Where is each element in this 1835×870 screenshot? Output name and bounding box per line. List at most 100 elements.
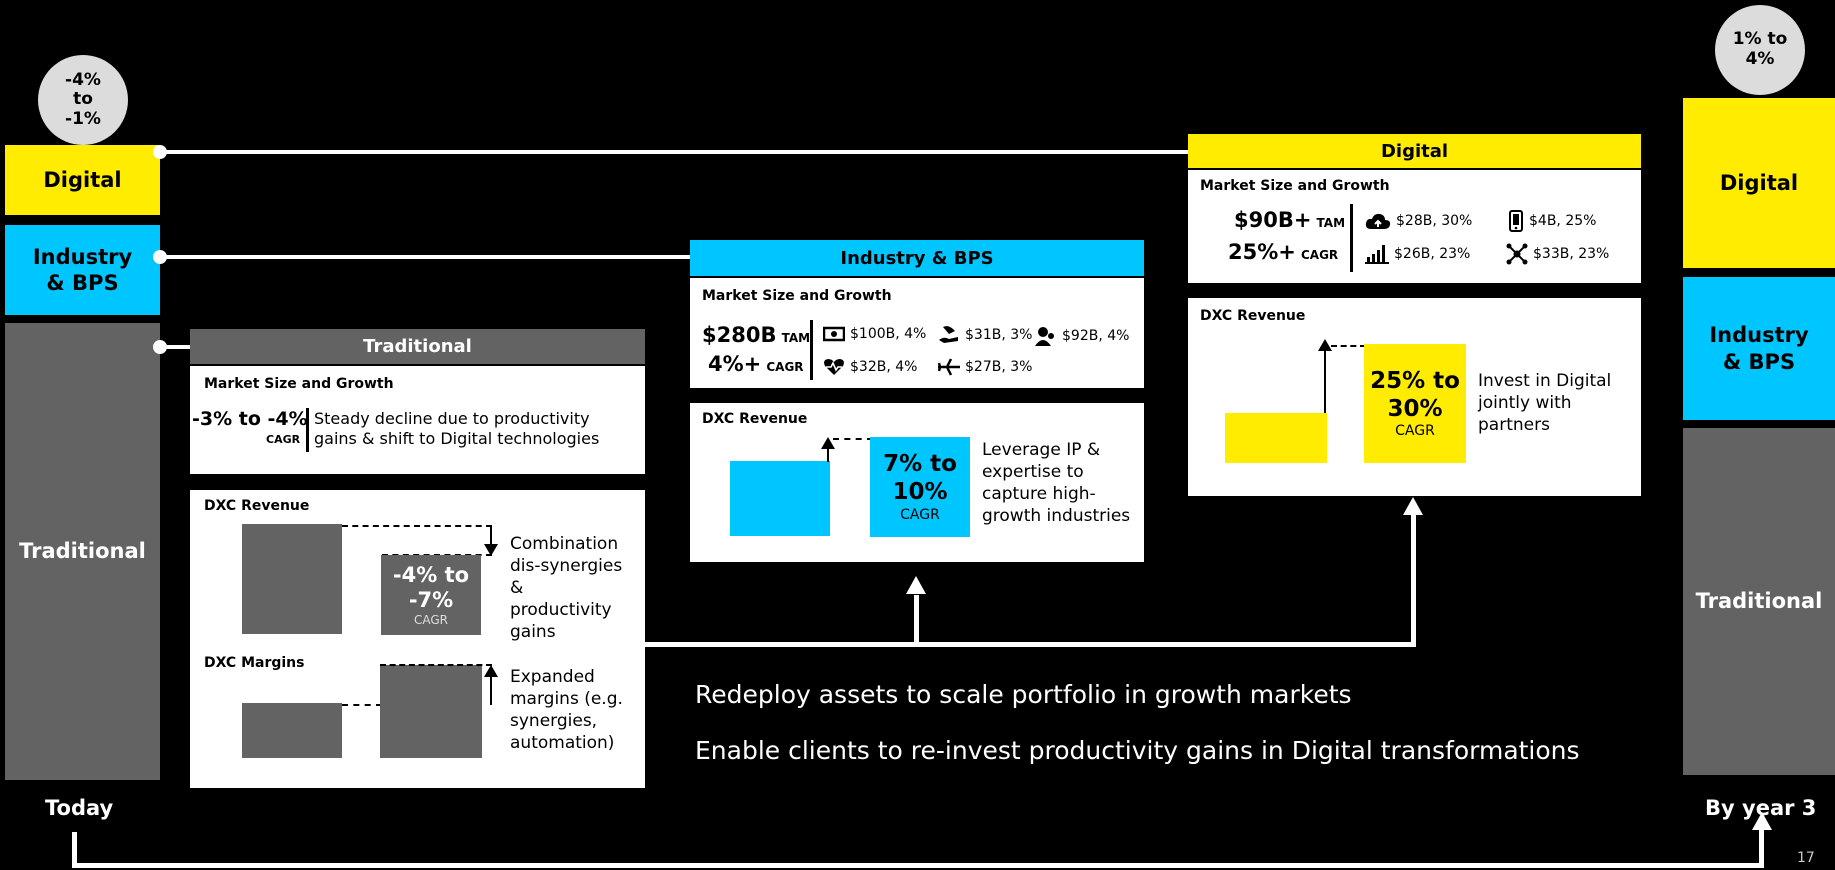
- industry-growth-riser: [914, 595, 919, 645]
- today-industry-bar: Industry & BPS: [5, 225, 160, 315]
- digital-revenue-change: 25% to 30%: [1370, 367, 1460, 422]
- year3-traditional-bar: Traditional: [1683, 428, 1835, 775]
- industry-panel-title: Industry & BPS: [690, 240, 1144, 276]
- heart-pulse-icon: [824, 359, 844, 375]
- industry-revenue-note: Leverage IP & expertise to capture high-…: [982, 440, 1131, 527]
- cloud-icon: [1365, 213, 1391, 229]
- industry-connector-line: [160, 255, 692, 259]
- traditional-revenue-down-arrow-icon: [484, 544, 498, 556]
- traditional-connector-line: [160, 345, 192, 349]
- timeline-arrow-icon: [1752, 812, 1772, 830]
- traditional-revenue-box: DXC Revenue -4% to -7% CAGR Combination …: [190, 490, 645, 788]
- industry-revenue-change-box: 7% to 10% CAGR: [870, 437, 970, 537]
- digital-segment-cloud: $28B, 30%: [1365, 212, 1472, 230]
- network-icon: [1506, 243, 1528, 265]
- industry-market-box: Market Size and Growth $280B TAM 4%+ CAG…: [690, 278, 1144, 388]
- today-traditional-bar: Traditional: [5, 323, 160, 780]
- page-number: 17: [1797, 850, 1815, 866]
- digital-segment-analytics: $26B, 23%: [1365, 244, 1470, 264]
- industry-cagr-value: 4%+: [708, 352, 762, 376]
- traditional-revenue-change-box: -4% to -7% CAGR: [381, 555, 481, 635]
- industry-revenue-arrow-shaft: [827, 447, 829, 462]
- mobile-icon: [1509, 210, 1523, 232]
- industry-tam-label: TAM: [781, 331, 811, 345]
- signal-bars-icon: [1365, 245, 1389, 264]
- industry-revenue-up-arrow-icon: [821, 437, 835, 449]
- growth-connector-line: [645, 642, 1416, 647]
- industry-segment-travel: $27B, 3%: [938, 358, 1032, 376]
- industry-divider: [810, 320, 813, 380]
- traditional-revenue-today-block: [242, 524, 342, 634]
- callout-enable-clients: Enable clients to re-invest productivity…: [695, 736, 1580, 765]
- digital-panel-title: Digital: [1188, 134, 1641, 168]
- traditional-margins-heading: DXC Margins: [204, 655, 305, 671]
- industry-market-heading: Market Size and Growth: [702, 288, 892, 304]
- industry-segment-public: $92B, 4%: [1035, 326, 1129, 346]
- industry-revenue-dash: [833, 438, 873, 440]
- traditional-description: Steady decline due to productivity gains…: [314, 409, 600, 448]
- timeline-left-tick: [72, 832, 77, 868]
- year3-growth-badge: 1% to 4%: [1715, 5, 1805, 95]
- airplane-icon: [938, 358, 960, 376]
- traditional-revenue-arrow-shaft: [490, 526, 492, 546]
- industry-tam-value: $280B: [702, 323, 777, 347]
- digital-divider: [1350, 204, 1353, 272]
- today-growth-badge: -4% to -1%: [38, 55, 128, 145]
- digital-segment-security: $33B, 23%: [1506, 243, 1609, 265]
- traditional-revenue-note: Combination dis-synergies & productivity…: [510, 534, 623, 643]
- traditional-margins-up-arrow-icon: [484, 665, 498, 677]
- industry-cagr: 4%+ CAGR: [708, 352, 804, 376]
- digital-connector-line: [160, 150, 1188, 154]
- digital-revenue-today-block: [1225, 413, 1327, 463]
- today-label: Today: [45, 796, 114, 820]
- digital-cagr-label: CAGR: [1300, 248, 1339, 262]
- digital-revenue-arrow-shaft: [1324, 350, 1326, 413]
- traditional-margins-dash-low: [342, 704, 382, 706]
- year3-digital-bar: Digital: [1683, 98, 1835, 268]
- digital-tam: $90B+ TAM: [1234, 208, 1345, 232]
- digital-growth-riser: [1411, 515, 1416, 647]
- money-icon: [823, 326, 845, 342]
- digital-revenue-change-label: CAGR: [1395, 423, 1435, 440]
- industry-revenue-heading: DXC Revenue: [702, 411, 808, 427]
- industry-segment-banking: $100B, 4%: [823, 326, 926, 342]
- traditional-margins-note: Expanded margins (e.g. synergies, automa…: [510, 667, 623, 754]
- traditional-revenue-change-label: CAGR: [413, 613, 448, 628]
- industry-revenue-change: 7% to 10%: [883, 451, 957, 505]
- traditional-panel-title: Traditional: [190, 329, 645, 364]
- umbrella-hand-icon: [939, 326, 958, 343]
- digital-cagr: 25%+ CAGR: [1228, 240, 1338, 264]
- digital-revenue-up-arrow-icon: [1318, 339, 1332, 351]
- traditional-market-heading: Market Size and Growth: [204, 376, 394, 392]
- industry-growth-arrow-icon: [906, 576, 926, 594]
- digital-cagr-value: 25%+: [1228, 240, 1296, 264]
- timeline-line: [72, 863, 1764, 868]
- digital-revenue-change-box: 25% to 30% CAGR: [1364, 344, 1466, 463]
- user-group-icon: [1035, 327, 1054, 346]
- digital-market-box: Market Size and Growth $90B+ TAM 25%+ CA…: [1188, 170, 1641, 283]
- digital-tam-value: $90B+: [1234, 208, 1312, 232]
- industry-revenue-box: DXC Revenue 7% to 10% CAGR Leverage IP &…: [690, 403, 1144, 562]
- digital-segment-mobile: $4B, 25%: [1508, 210, 1596, 232]
- traditional-margins-dash-high: [380, 664, 492, 666]
- digital-revenue-heading: DXC Revenue: [1200, 308, 1306, 324]
- industry-segment-healthcare: $32B, 4%: [823, 358, 917, 376]
- industry-segment-insurance: $31B, 3%: [938, 326, 1032, 344]
- industry-revenue-today-block: [730, 461, 830, 536]
- digital-revenue-note: Invest in Digital jointly with partners: [1478, 371, 1612, 436]
- traditional-divider: [306, 408, 309, 452]
- callout-redeploy: Redeploy assets to scale portfolio in gr…: [695, 680, 1352, 709]
- traditional-cagr-label: CAGR: [266, 433, 301, 446]
- traditional-market-box: Market Size and Growth -3% to -4% CAGR S…: [190, 366, 645, 474]
- traditional-revenue-dash-top: [342, 525, 492, 527]
- industry-cagr-label: CAGR: [766, 360, 804, 374]
- today-digital-bar: Digital: [5, 145, 160, 215]
- traditional-margins-arrow-shaft: [490, 675, 492, 705]
- traditional-margins-future-block: [380, 665, 482, 758]
- digital-growth-arrow-icon: [1403, 497, 1423, 515]
- traditional-revenue-change: -4% to -7%: [392, 562, 470, 612]
- digital-revenue-box: DXC Revenue 25% to 30% CAGR Invest in Di…: [1188, 298, 1641, 496]
- traditional-revenue-heading: DXC Revenue: [204, 498, 310, 514]
- year3-industry-bar: Industry & BPS: [1683, 277, 1835, 420]
- digital-market-heading: Market Size and Growth: [1200, 178, 1390, 194]
